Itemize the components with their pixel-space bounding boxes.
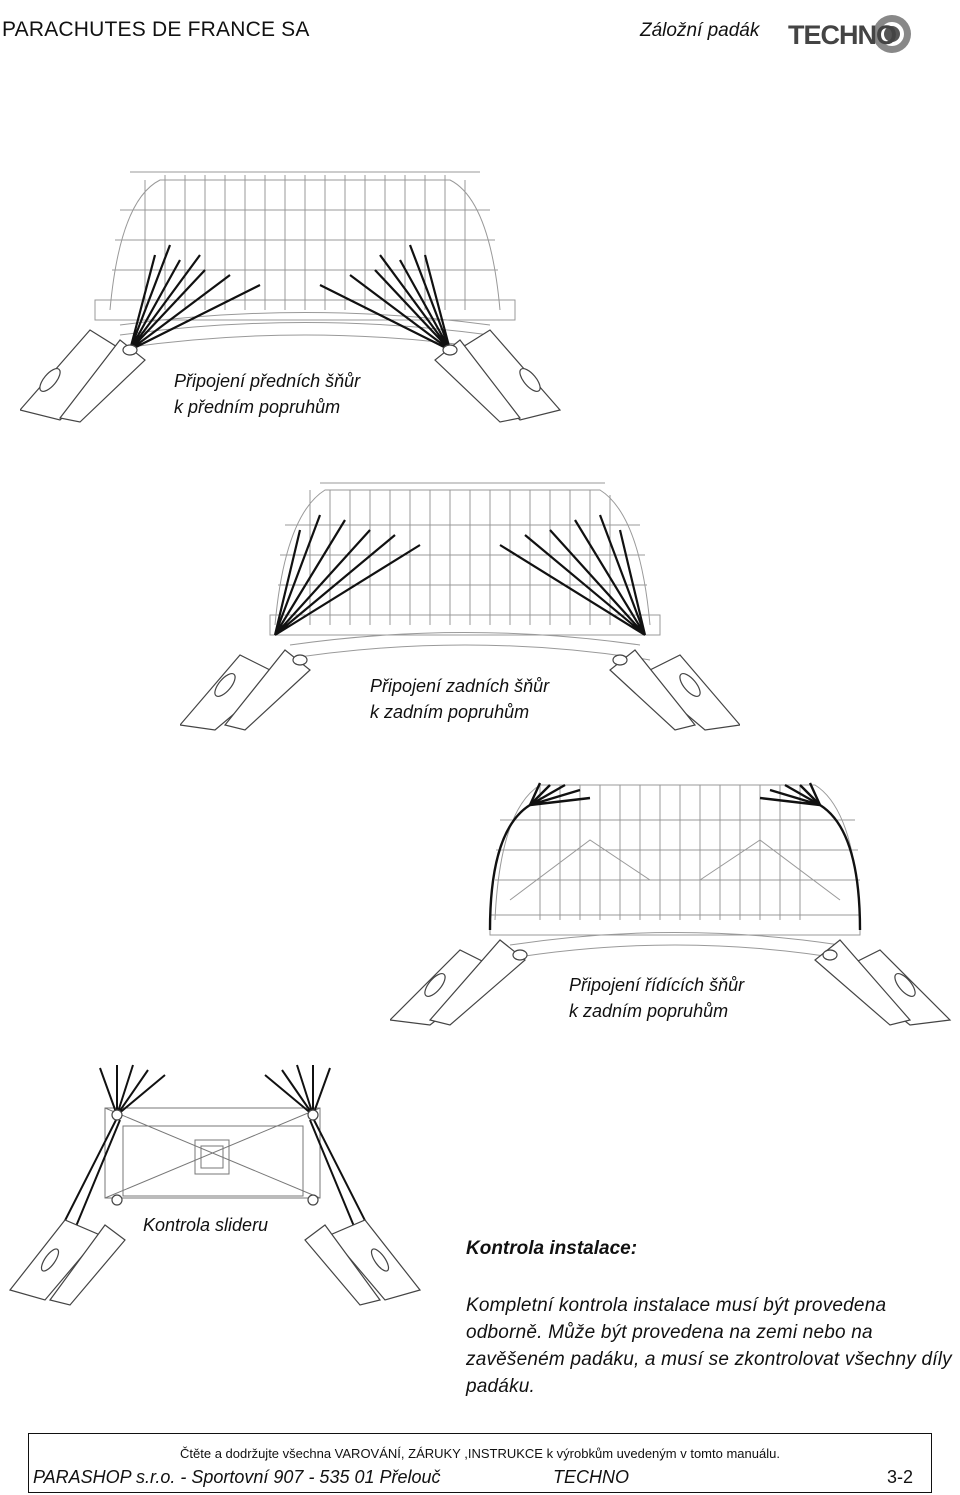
figure-2-caption-line2: k zadním popruhům xyxy=(370,702,530,722)
techno-logo: TECHNO xyxy=(788,15,911,53)
logo-text: TECHNO xyxy=(788,20,896,50)
footer-page-number: 3-2 xyxy=(886,1467,913,1487)
figure-4-caption-line1: Kontrola slideru xyxy=(143,1215,269,1235)
figure-steering-lines xyxy=(390,782,952,1026)
figure-2-caption: Připojení zadních šňůr k zadním popruhům xyxy=(370,673,549,725)
footer-box: Čtěte a dodržujte všechna VAROVÁNÍ, ZÁRU… xyxy=(28,1433,932,1493)
footer-product: TECHNO xyxy=(553,1467,629,1487)
figure-3-caption-line1: Připojení řídících šňůr xyxy=(569,975,745,995)
figure-4-caption: Kontrola slideru xyxy=(143,1212,268,1238)
footer-note: Čtěte a dodržujte všechna VAROVÁNÍ, ZÁRU… xyxy=(180,1446,780,1461)
figure-3-caption-line2: k zadním popruhům xyxy=(569,1001,729,1021)
header-company: PARACHUTES DE FRANCE SA xyxy=(2,18,310,41)
figure-1-caption: Připojení předních šňůr k předním popruh… xyxy=(174,368,360,420)
figure-slider-check xyxy=(8,1064,422,1306)
header-document-title: Záložní padák xyxy=(640,20,760,41)
figure-1-caption-line1: Připojení předních šňůr xyxy=(174,371,361,391)
figure-1-caption-line2: k předním popruhům xyxy=(174,397,341,417)
figure-front-lines xyxy=(20,171,562,423)
figure-2-caption-line1: Připojení zadních šňůr xyxy=(370,676,550,696)
section-paragraph: Kompletní kontrola instalace musí být pr… xyxy=(466,1295,952,1397)
section-heading: Kontrola instalace: xyxy=(466,1238,638,1259)
footer-publisher: PARASHOP s.r.o. - Sportovní 907 - 535 01… xyxy=(33,1467,441,1487)
figure-3-caption: Připojení řídících šňůr k zadním popruhů… xyxy=(569,972,744,1024)
figure-rear-lines xyxy=(180,482,740,731)
